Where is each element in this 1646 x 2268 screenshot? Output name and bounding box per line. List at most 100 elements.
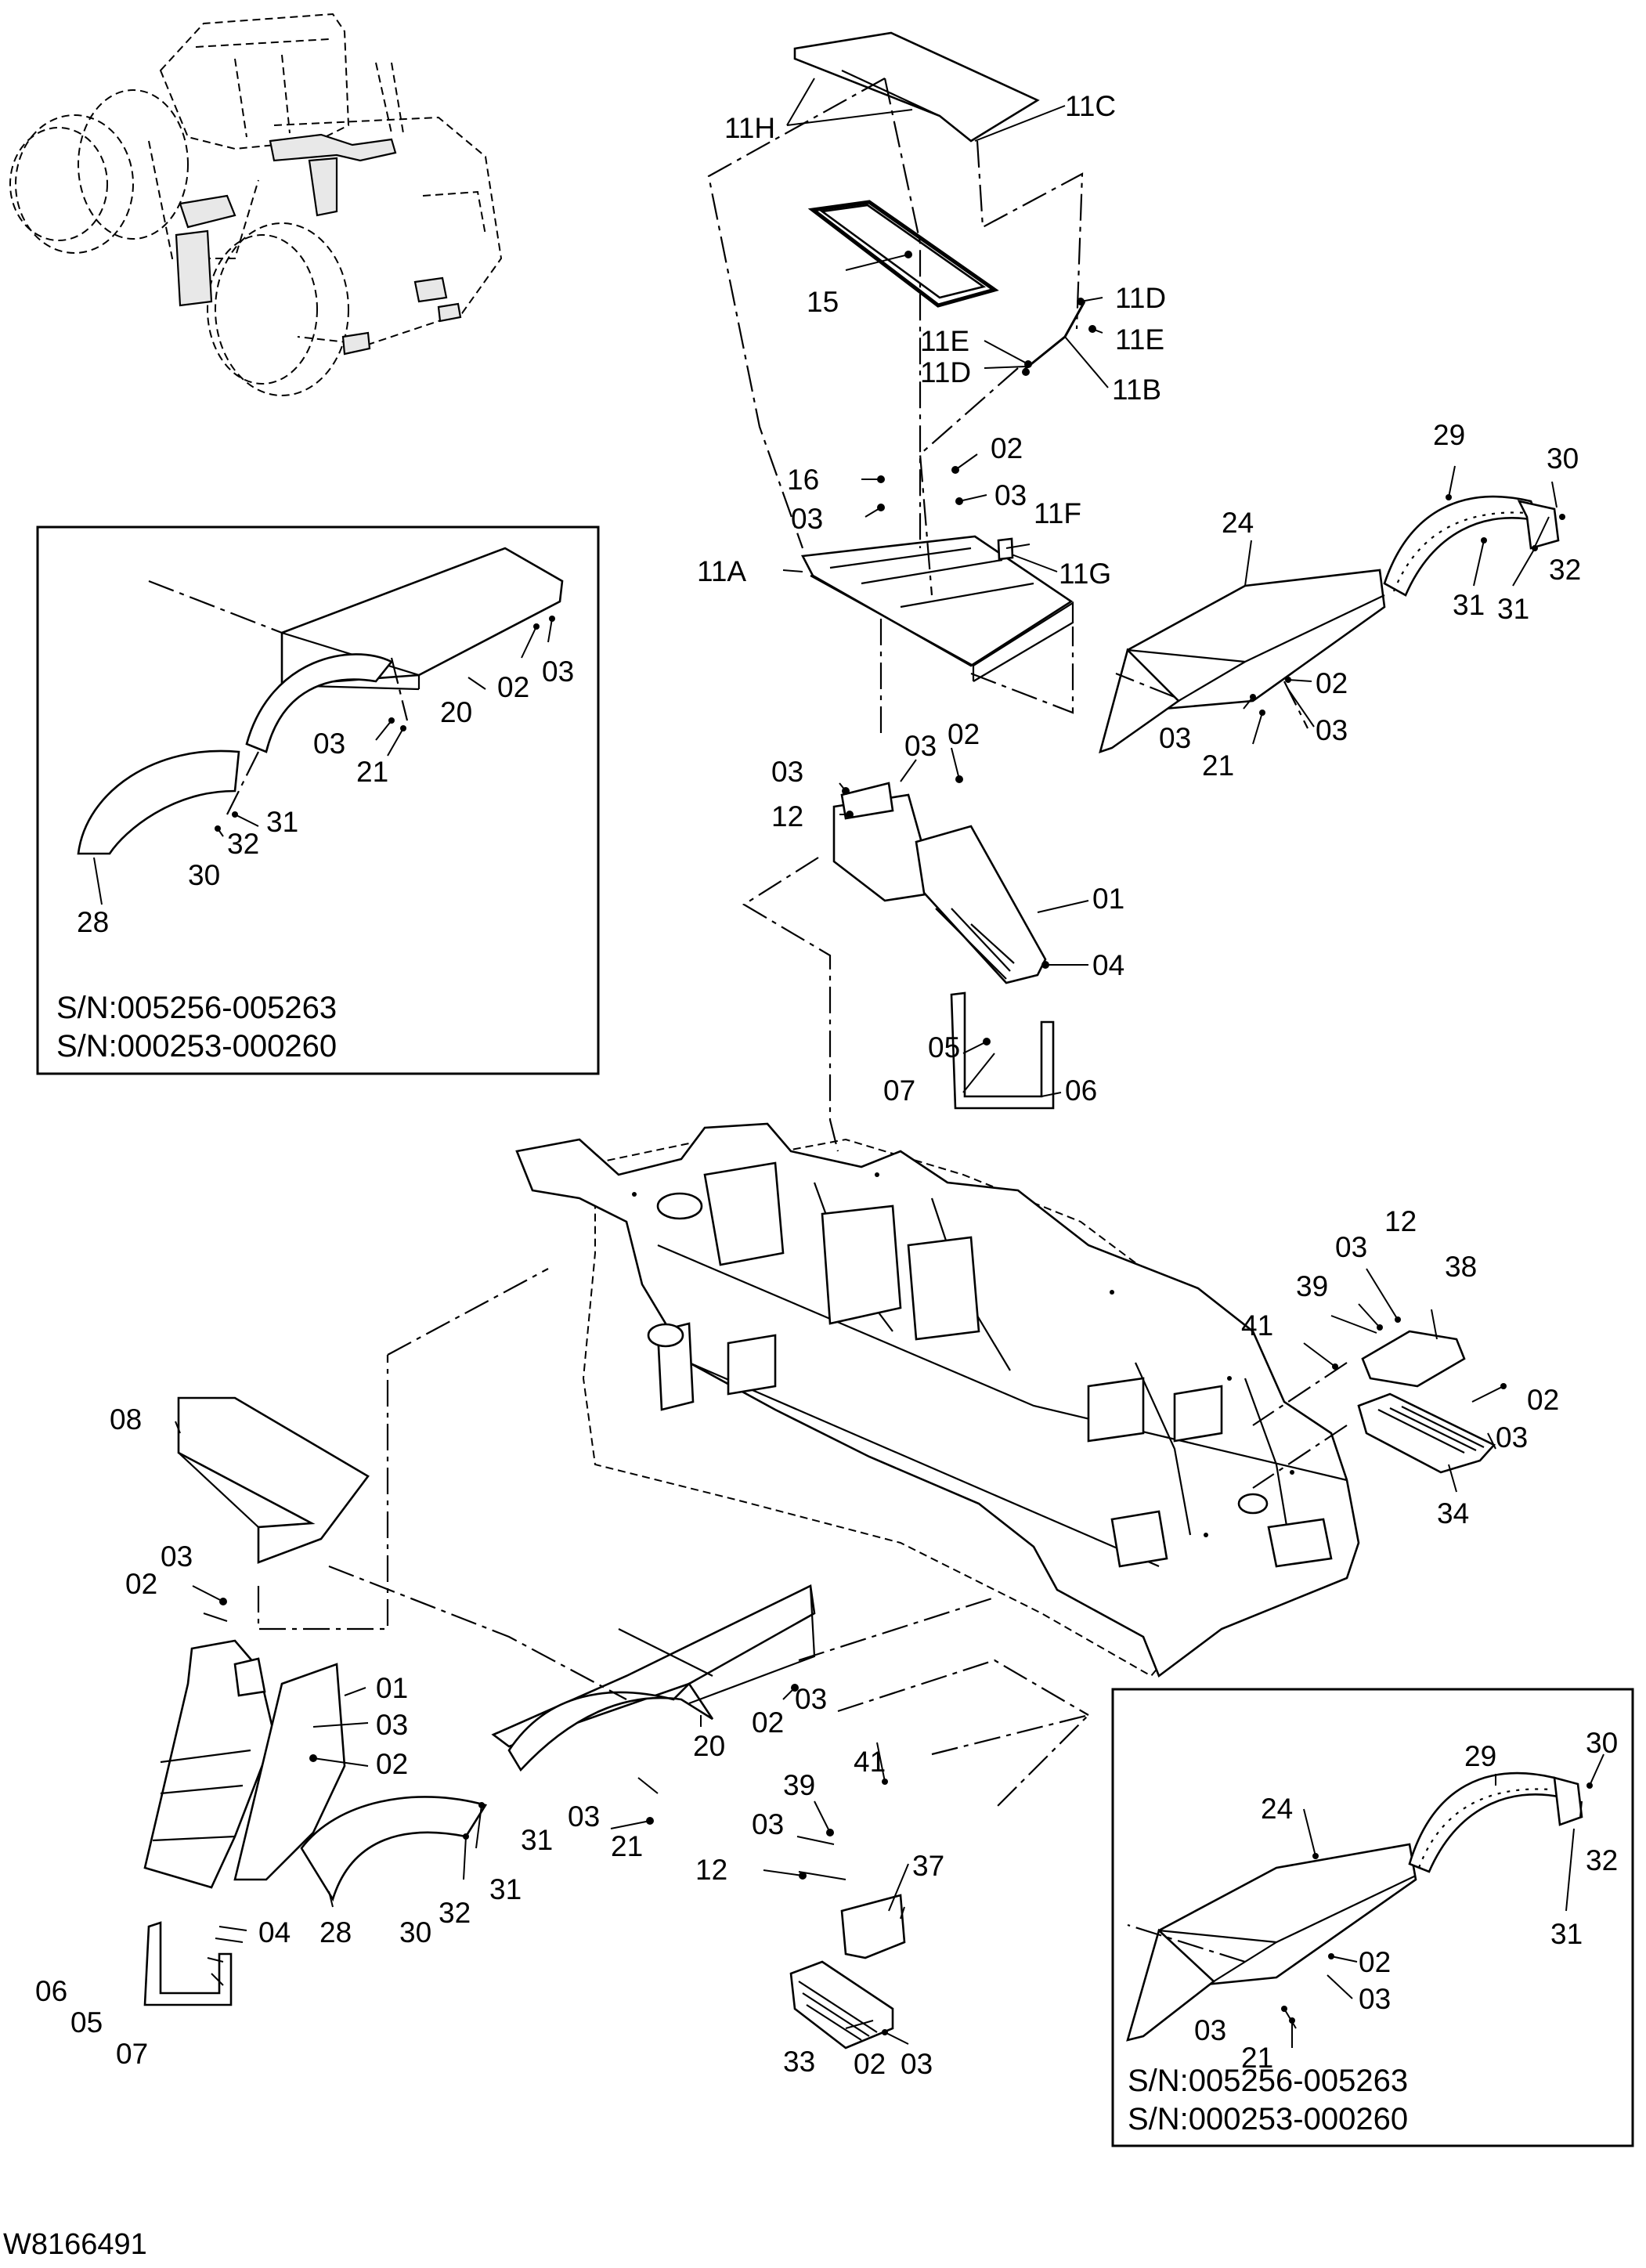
- callout-03: 03: [994, 479, 1027, 511]
- callout-07: 07: [116, 2038, 148, 2070]
- callout-02: 02: [1359, 1946, 1391, 1978]
- callout-12: 12: [771, 800, 803, 832]
- callout-02: 02: [948, 718, 980, 750]
- callout-15: 15: [807, 286, 839, 318]
- inset-right-serial-1: S/N:005256-005263: [1128, 2064, 1408, 2098]
- right-step-illustration: [1252, 1330, 1496, 1489]
- callout-11a: 11A: [697, 555, 746, 587]
- callout-29: 29: [1433, 419, 1465, 451]
- machine-overview-illustration: [9, 13, 503, 396]
- callout-16: 16: [787, 464, 819, 496]
- callout-31: 31: [489, 1873, 522, 1905]
- inset-right-serial-2: S/N:000253-000260: [1128, 2102, 1408, 2136]
- callout-03: 03: [1159, 722, 1191, 754]
- callout-11e: 11E: [1115, 323, 1164, 356]
- callout-31: 31: [1453, 589, 1485, 621]
- callout-03: 03: [313, 728, 345, 760]
- callout-02: 02: [497, 671, 529, 703]
- callout-34: 34: [1437, 1497, 1469, 1529]
- callout-02: 02: [125, 1568, 157, 1600]
- inset-left-serial-2: S/N:000253-000260: [56, 1029, 337, 1064]
- callout-02: 02: [376, 1748, 408, 1780]
- callout-02: 02: [1316, 667, 1348, 699]
- cover-assembly-illustration: [707, 31, 1086, 736]
- callout-31: 31: [1550, 1918, 1583, 1950]
- inset-right-fender-illustration: [1126, 1771, 1583, 2042]
- inset-left-fender-illustration: [77, 547, 564, 855]
- callout-04: 04: [1092, 949, 1124, 981]
- left-step-illustration: [143, 1268, 1092, 2006]
- callout-03: 03: [795, 1683, 827, 1715]
- callout-05: 05: [70, 2006, 103, 2039]
- callout-28: 28: [319, 1916, 352, 1948]
- callout-38: 38: [1445, 1251, 1477, 1283]
- callout-31: 31: [266, 806, 298, 838]
- callout-11d: 11D: [920, 356, 971, 388]
- callout-03: 03: [542, 655, 574, 688]
- callout-06: 06: [35, 1975, 67, 2007]
- callout-21: 21: [1202, 749, 1234, 782]
- callout-03: 03: [376, 1709, 408, 1741]
- callout-31: 31: [1497, 593, 1529, 625]
- callout-03: 03: [1496, 1421, 1528, 1454]
- callout-04: 04: [258, 1916, 291, 1948]
- callout-03: 03: [771, 756, 803, 788]
- callout-03: 03: [1194, 2014, 1226, 2046]
- main-frame-illustration: [515, 1122, 1360, 1678]
- callout-29: 29: [1464, 1740, 1496, 1772]
- inset-left-serial-1: S/N:005256-005263: [56, 991, 337, 1025]
- callout-06: 06: [1065, 1074, 1097, 1107]
- callout-32: 32: [439, 1897, 471, 1929]
- callout-03: 03: [1316, 714, 1348, 746]
- callout-01: 01: [1092, 883, 1124, 915]
- callout-39: 39: [783, 1769, 815, 1801]
- fastener-dots: [215, 251, 1593, 2035]
- callout-12: 12: [695, 1854, 727, 1886]
- callout-03: 03: [568, 1800, 600, 1833]
- callout-31: 31: [521, 1824, 553, 1856]
- callout-02: 02: [752, 1706, 784, 1739]
- callout-01: 01: [376, 1672, 408, 1704]
- callout-11f: 11F: [1034, 497, 1081, 529]
- callout-03: 03: [1335, 1231, 1367, 1263]
- leader-lines: [93, 78, 1604, 2048]
- callout-41: 41: [854, 1746, 886, 1778]
- callout-12: 12: [1384, 1205, 1417, 1237]
- callout-11d: 11D: [1115, 282, 1166, 314]
- callout-03: 03: [904, 730, 937, 762]
- callout-02: 02: [854, 2048, 886, 2080]
- serial-inset-left: [36, 525, 600, 1075]
- callout-02: 02: [991, 432, 1023, 464]
- callout-41: 41: [1241, 1309, 1273, 1342]
- callout-11c: 11C: [1065, 90, 1116, 122]
- callout-21: 21: [356, 756, 388, 788]
- callout-03: 03: [901, 2048, 933, 2080]
- callout-37: 37: [912, 1850, 944, 1882]
- callout-30: 30: [1547, 442, 1579, 475]
- callout-11h: 11H: [724, 112, 775, 144]
- callout-05: 05: [928, 1031, 960, 1064]
- callout-03: 03: [752, 1808, 784, 1840]
- callout-20: 20: [693, 1730, 725, 1762]
- callout-11g: 11G: [1059, 558, 1111, 590]
- callout-32: 32: [1586, 1844, 1618, 1876]
- callout-labels: 11H 11C 15 11D 11E 11E 11D 11B 16 02 03 …: [35, 90, 1618, 2080]
- callout-02: 02: [1527, 1384, 1559, 1416]
- callout-39: 39: [1296, 1270, 1328, 1302]
- serial-inset-right: [1111, 1688, 1634, 2147]
- callout-20: 20: [440, 696, 472, 728]
- callout-03: 03: [161, 1540, 193, 1573]
- callout-30: 30: [399, 1916, 431, 1948]
- callout-32: 32: [1549, 554, 1581, 586]
- callout-30: 30: [188, 859, 220, 891]
- callout-33: 33: [783, 2046, 815, 2078]
- callout-07: 07: [883, 1074, 915, 1107]
- callout-28: 28: [77, 906, 109, 938]
- callout-21: 21: [611, 1830, 643, 1862]
- callout-03: 03: [1359, 1983, 1391, 2015]
- callout-30: 30: [1586, 1727, 1618, 1759]
- callout-24: 24: [1261, 1793, 1293, 1825]
- callout-24: 24: [1222, 507, 1254, 539]
- figure-id: W8166491: [3, 2228, 147, 2261]
